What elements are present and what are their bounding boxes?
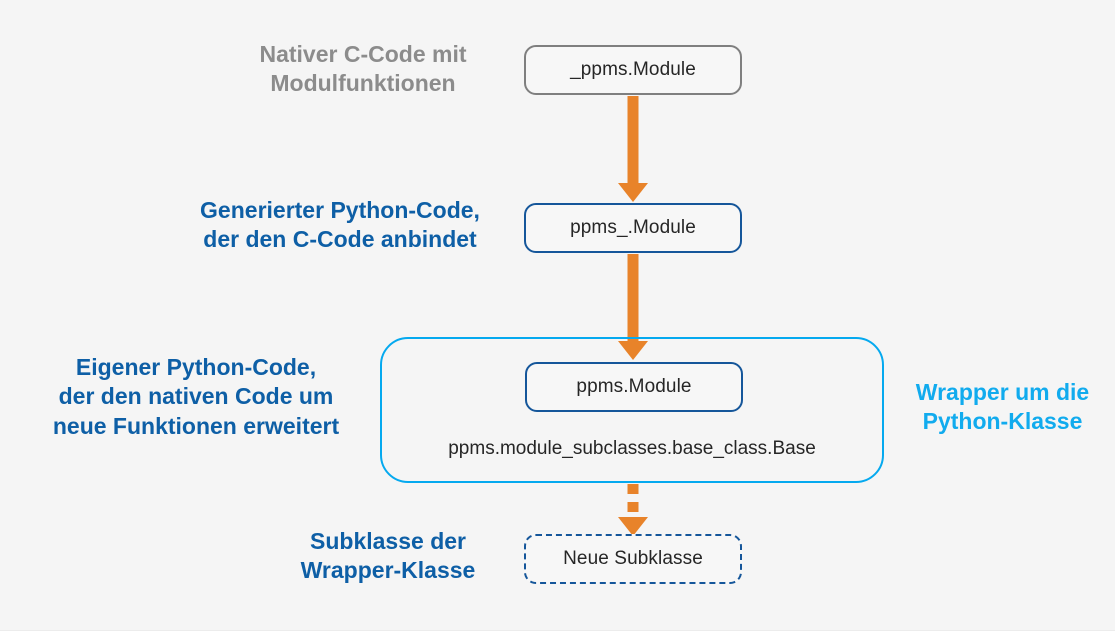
arrow-shaft bbox=[627, 254, 639, 342]
node-new-subclass[interactable]: Neue Subklasse bbox=[524, 534, 742, 584]
caption-native-c-code: Nativer C-Code mit Modulfunktionen bbox=[259, 41, 467, 97]
caption-generated-python: Generierter Python-Code, der den C-Code … bbox=[200, 197, 480, 253]
caption-own-python-code: Eigener Python-Code, der den nativen Cod… bbox=[52, 354, 340, 439]
arrow-head-icon bbox=[618, 341, 648, 360]
node-wrapper-module-label: ppms.Module bbox=[576, 376, 692, 397]
arrow-shaft-dashed bbox=[627, 484, 639, 518]
caption-subclass: Subklasse der Wrapper-Klasse bbox=[300, 528, 476, 584]
node-generated-module[interactable]: ppms_.Module bbox=[524, 203, 742, 253]
arrow-wrapper-to-subclass bbox=[618, 484, 648, 536]
node-wrapper-module[interactable]: ppms.Module bbox=[525, 362, 743, 412]
node-base-class-label: ppms.module_subclasses.base_class.Base bbox=[448, 438, 816, 459]
arrow-head-icon bbox=[618, 517, 648, 536]
arrow-native-to-generated bbox=[618, 96, 648, 202]
arrow-shaft bbox=[627, 96, 639, 184]
node-new-subclass-label: Neue Subklasse bbox=[563, 548, 703, 569]
node-native-module[interactable]: _ppms.Module bbox=[524, 45, 742, 95]
arrow-head-icon bbox=[618, 183, 648, 202]
node-generated-module-label: ppms_.Module bbox=[570, 217, 696, 238]
node-native-module-label: _ppms.Module bbox=[570, 59, 696, 80]
wrapper-container: ppms.Module ppms.module_subclasses.base_… bbox=[380, 337, 884, 483]
arrow-generated-to-wrapper bbox=[618, 254, 648, 360]
caption-wrapper-right: Wrapper um die Python-Klasse bbox=[915, 379, 1090, 435]
